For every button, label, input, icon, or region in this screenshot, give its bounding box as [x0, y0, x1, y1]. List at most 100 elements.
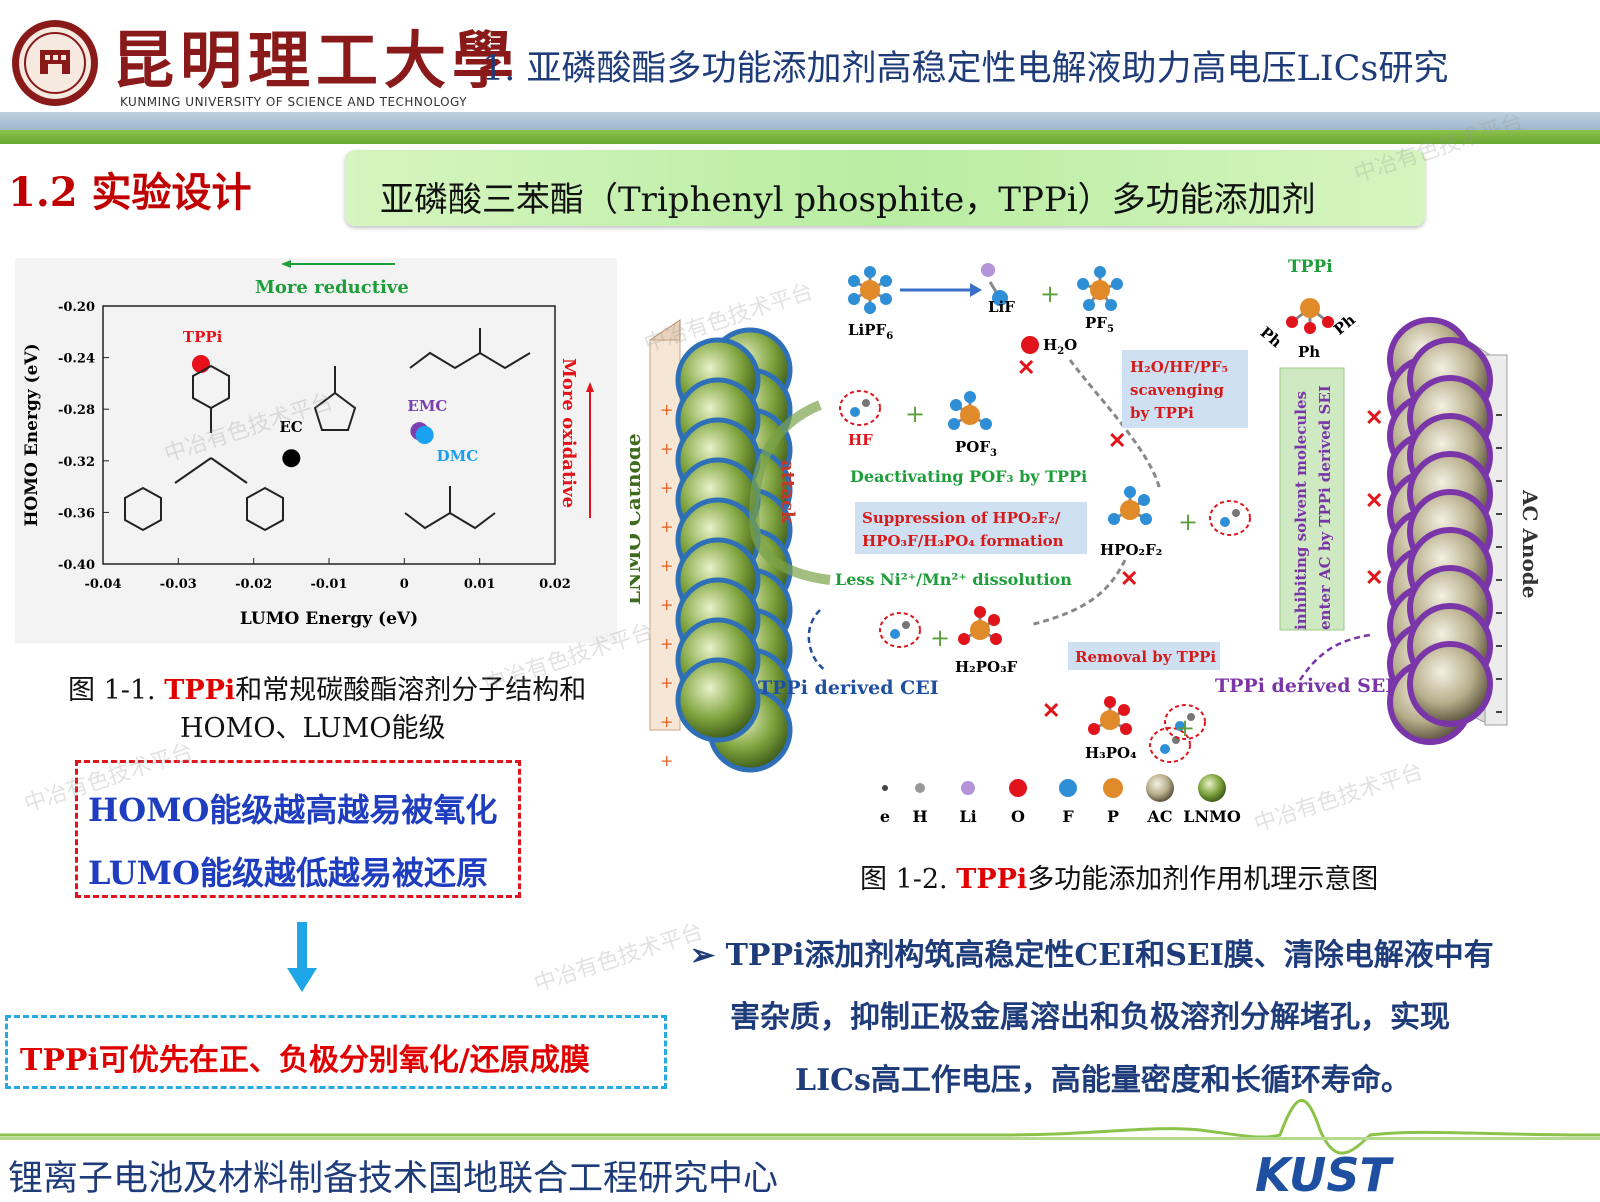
y-tick-label: -0.28: [58, 403, 95, 418]
x-tick-label: -0.02: [235, 577, 272, 592]
down-arrow-icon: [287, 922, 317, 992]
suppression-box: [855, 502, 1087, 554]
topic-banner-text: 亚磷酸三苯酯（Triphenyl phosphite，TPPi）多功能添加剂: [380, 180, 1316, 220]
legend-label-ac: AC: [1146, 807, 1172, 826]
dissolution-label: Less Ni²⁺/Mn²⁺ dissolution: [835, 570, 1072, 589]
legend-swatch-lnmo: [1198, 774, 1226, 802]
sei-label: TPPi derived SEI: [1215, 675, 1394, 697]
header: [0, 0, 1600, 112]
university-name-en: KUNMING UNIVERSITY OF SCIENCE AND TECHNO…: [120, 95, 468, 109]
plus-charge-icon: +: [660, 712, 673, 731]
hf-molecule-icon: [1164, 704, 1206, 740]
legend-swatch-o: [1009, 779, 1027, 797]
point-label-ec: EC: [279, 418, 302, 436]
h2po3f-molecule-icon: [958, 606, 1002, 645]
figure1-caption-line2: HOMO、LUMO能级: [180, 713, 446, 744]
inhibit-line2: enter AC by TPPi derived SEI: [1316, 385, 1334, 630]
figure1-caption: 图 1-1. TPPi和常规碳酸酯溶剂分子结构和: [68, 668, 586, 707]
emc-molecule-icon: [409, 328, 531, 370]
cei-arrow-icon: [807, 609, 826, 672]
hf-molecule-icon: [1209, 500, 1251, 536]
hpo2f2-molecule-icon: [1108, 486, 1152, 525]
plus-charge-icon: +: [660, 595, 673, 614]
hf-label: HF: [848, 431, 873, 449]
suppression-line1: Suppression of HPO₂F₂/: [862, 509, 1061, 527]
figure2-caption: 图 1-2. TPPi多功能添加剂作用机理示意图: [860, 857, 1378, 896]
plus-sign-icon: +: [930, 624, 950, 652]
summary-line-2: 害杂质，抑制正极金属溶出和负极溶剂分解堵孔，实现: [730, 1000, 1450, 1035]
plus-sign-icon: +: [1178, 508, 1198, 536]
legend-label-lnmo: LNMO: [1183, 807, 1241, 826]
hf-molecule-icon: [839, 390, 881, 426]
scavenging-line3: by TPPi: [1130, 404, 1194, 422]
block-cross-icon: ✕: [1365, 488, 1383, 514]
x-tick-label: -0.01: [310, 577, 347, 592]
x-tick-label: 0: [400, 577, 409, 592]
tppi-label: TPPi: [1288, 257, 1333, 277]
attack-label: attack: [777, 460, 798, 524]
deactivating-label: Deactivating POF₃ by TPPi: [850, 467, 1087, 486]
tppi-molecule-icon: [124, 364, 284, 532]
lumo-note: LUMO能级越低越易被还原: [88, 854, 488, 892]
kust-logo: KUST: [1255, 1148, 1391, 1202]
plus-sign-icon: +: [1175, 714, 1195, 742]
x-tick-label: 0.02: [539, 577, 571, 592]
legend-label-p: P: [1107, 807, 1119, 826]
ac-particle: [1407, 641, 1493, 727]
energy-level-note-box: [75, 760, 521, 898]
block-cross-icon: ✕: [1108, 428, 1126, 454]
plus-charge-icon: +: [660, 673, 673, 692]
slide-title: 1. 亚磷酸酯多功能添加剂高稳定性电解液助力高电压LICs研究: [482, 49, 1449, 89]
point-dmc: [415, 426, 434, 444]
pf5-molecule-icon: [1077, 266, 1123, 311]
homo-lumo-chart-panel: [15, 258, 617, 643]
block-cross-icon: ✕: [1120, 566, 1138, 592]
conclusion-text: TPPi可优先在正、负极分别氧化/还原成膜: [20, 1043, 590, 1078]
legend-label-e: e: [880, 807, 890, 826]
legend-swatch-p: [1103, 778, 1123, 798]
more-reductive-label: More reductive: [255, 277, 409, 298]
x-tick-label: 0.01: [464, 577, 496, 592]
legend-label-o: O: [1011, 807, 1025, 826]
footer-organization: 锂离子电池及材料制备技术国地联合工程研究中心: [8, 1159, 779, 1199]
more-oxidative-label: More oxidative: [558, 358, 579, 508]
ph-label-left: Ph: [1257, 323, 1286, 351]
scavenging-box: [1122, 350, 1248, 428]
suppression-line2: HPO₃F/H₃PO₄ formation: [862, 532, 1064, 550]
block-cross-icon: ✕: [1017, 355, 1035, 381]
legend-swatch-h: [915, 783, 925, 793]
point-label-emc: EMC: [407, 397, 447, 415]
conclusion-box: [5, 1015, 667, 1089]
legend-label-h: H: [912, 807, 927, 826]
plus-charge-icon: +: [660, 634, 673, 653]
footer-wave: [0, 1098, 1600, 1155]
homo-note: HOMO能级越高越易被氧化: [88, 791, 498, 829]
pof3-molecule-icon: [948, 391, 992, 430]
attack-arrow-icon: [749, 400, 831, 585]
oxidative-arrowhead-icon: [586, 382, 594, 392]
anode-label: AC Anode: [1518, 489, 1542, 599]
legend-swatch-e: [882, 785, 888, 791]
lipf6-molecule-icon: [848, 266, 892, 314]
legend-swatch-f: [1059, 779, 1077, 797]
topic-banner: [345, 150, 1425, 226]
point-label-tppi: TPPi: [183, 328, 223, 346]
pf5-label: PF5: [1085, 314, 1114, 335]
point-tppi: [191, 355, 210, 374]
legend-swatch-ac: [1146, 774, 1174, 802]
h3po4-label: H₃PO₄: [1085, 744, 1137, 762]
bullet-arrow-icon: ➢: [690, 938, 716, 973]
cei-label: TPPi derived CEI: [758, 677, 939, 699]
inhibit-box: [1279, 367, 1345, 631]
summary-text-1: TPPi添加剂构筑高稳定性CEI和SEI膜、清除电解液中有: [725, 938, 1494, 973]
summary-line-3: LICs高工作电压，高能量密度和长循环寿命。: [795, 1063, 1411, 1098]
hpo2f2-label: HPO₂F₂: [1100, 541, 1162, 559]
university-seal-icon: [12, 20, 98, 106]
plus-charge-icon: +: [660, 556, 673, 575]
legend-label-f: F: [1062, 807, 1074, 826]
point-ec: [282, 449, 301, 468]
scavenging-line2: scavenging: [1130, 381, 1225, 399]
hydrolysis-arrow-icon: [1029, 559, 1127, 627]
scavenging-line1: H₂O/HF/PF₅: [1130, 358, 1228, 376]
